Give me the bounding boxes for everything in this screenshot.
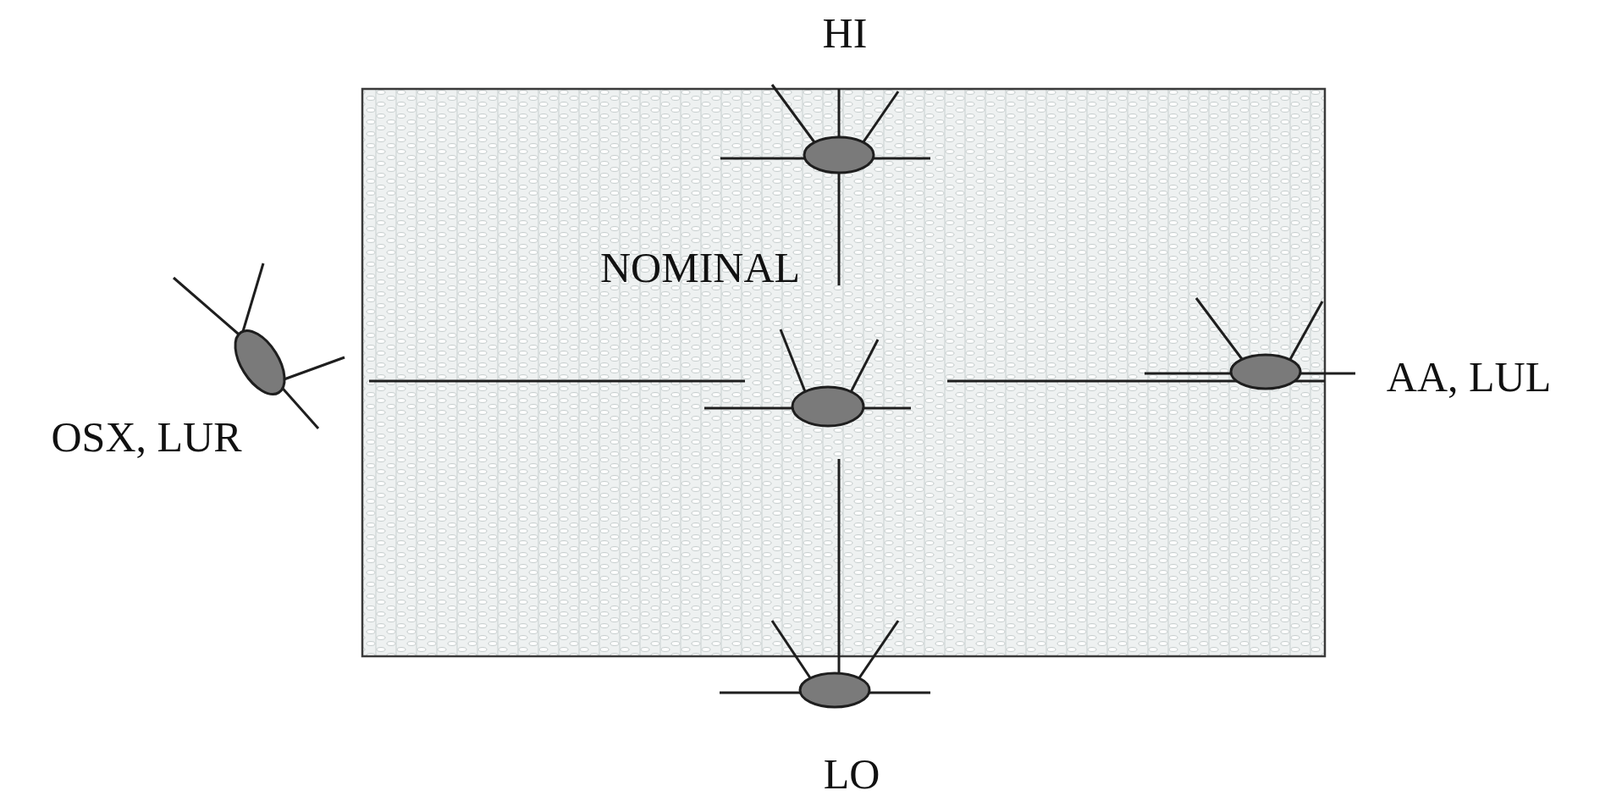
- position-label: NOMINAL: [600, 246, 800, 289]
- insect-symbol: [1144, 297, 1356, 389]
- position-label: HI: [822, 11, 868, 55]
- insect-symbol: [720, 84, 931, 173]
- position-lines: [369, 88, 1325, 674]
- insect-symbol: [719, 620, 931, 707]
- position-label: LO: [823, 752, 881, 795]
- insect-symbol: [173, 263, 345, 429]
- position-label: OSX, LUR: [50, 415, 242, 458]
- position-label: AA, LUL: [1386, 355, 1551, 398]
- insect-symbol: [704, 329, 911, 426]
